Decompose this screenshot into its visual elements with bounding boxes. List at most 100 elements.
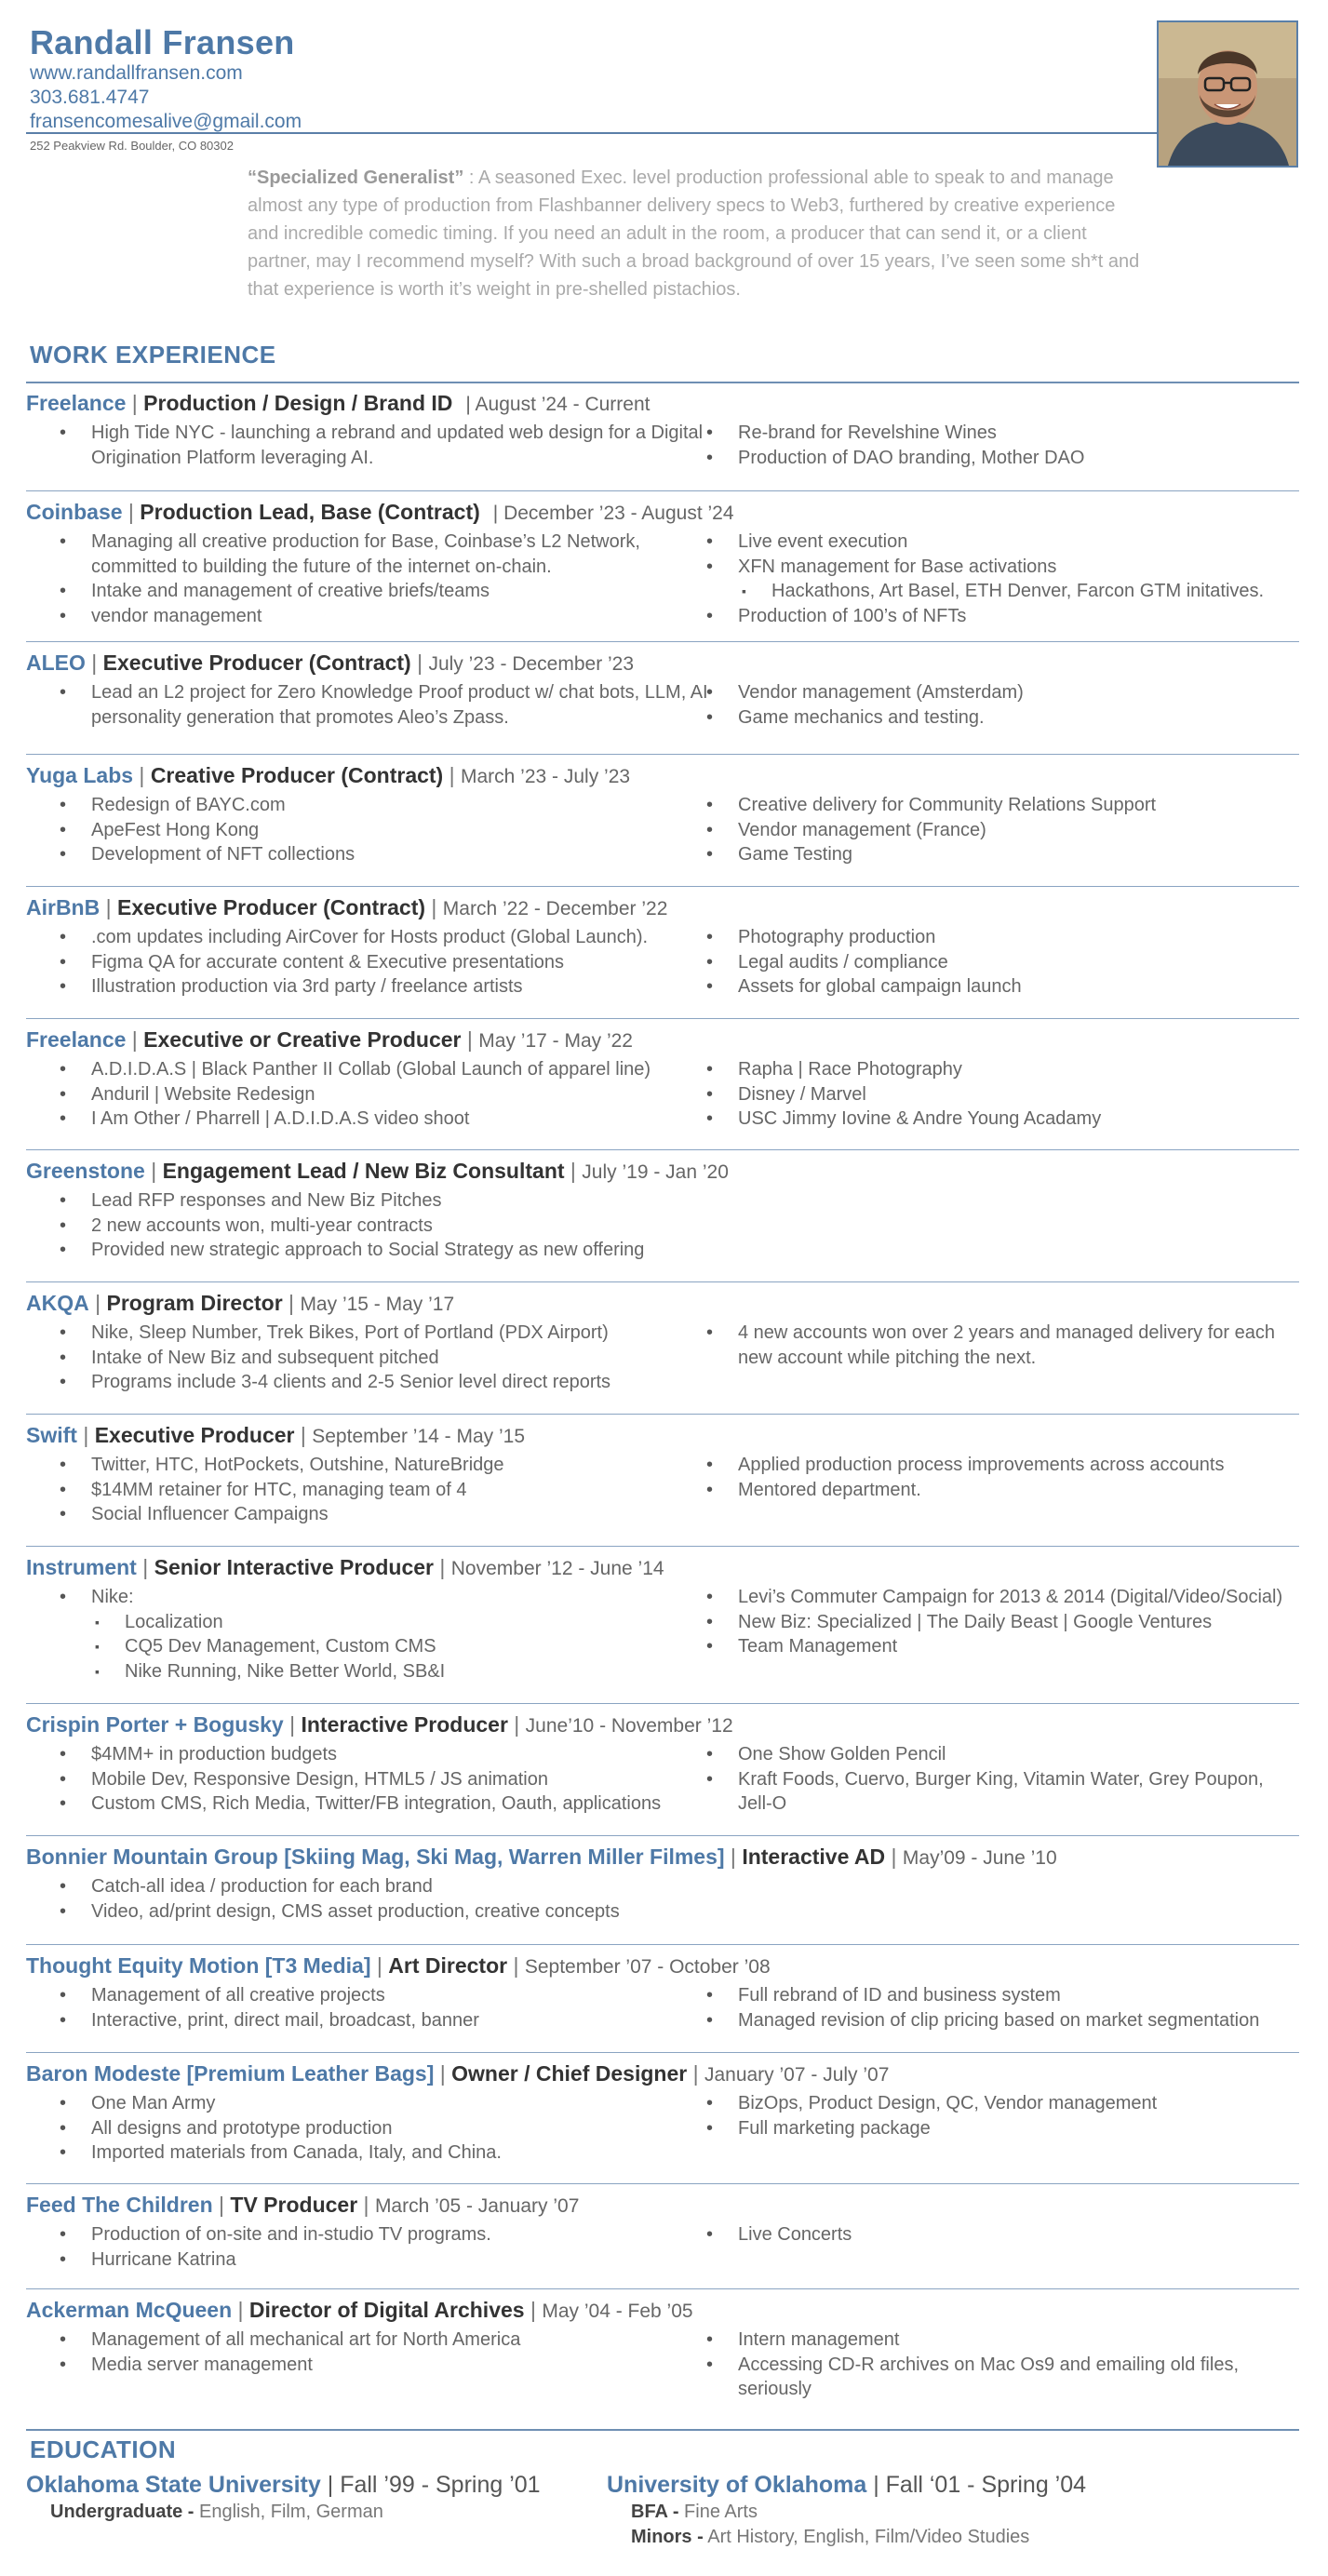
job-bullet: .com updates including AirCover for Host… bbox=[54, 925, 724, 950]
job-dates: June’10 - November ’12 bbox=[525, 1715, 733, 1737]
job-dates: July ’23 - December ’23 bbox=[428, 653, 635, 675]
job-bullet: Anduril | Website Redesign bbox=[54, 1082, 724, 1107]
job-bullets-left: $4MM+ in production budgetsMobile Dev, R… bbox=[54, 1742, 724, 1817]
job-heading: Feed The Children | TV Producer | March … bbox=[26, 2191, 579, 2220]
job-sub-bullet: Nike Running, Nike Better World, SB&I bbox=[54, 1659, 724, 1684]
education-divider bbox=[26, 2429, 1299, 2431]
job-bullet: Rapha | Race Photography bbox=[701, 1057, 1296, 1082]
phone-number[interactable]: 303.681.4747 bbox=[30, 87, 150, 108]
job-bullet: Intake and management of creative briefs… bbox=[54, 579, 724, 604]
job-title: Executive Producer (Contract) bbox=[102, 651, 411, 675]
company-name: Instrument bbox=[26, 1555, 137, 1579]
job-bullets-right: One Show Golden PencilKraft Foods, Cuerv… bbox=[701, 1742, 1296, 1817]
heading-separator: | bbox=[136, 1555, 154, 1579]
degree-line: Undergraduate - English, Film, German bbox=[26, 2500, 541, 2525]
company-name: Coinbase bbox=[26, 500, 123, 524]
job-bullet: New Biz: Specialized | The Daily Beast |… bbox=[701, 1610, 1296, 1635]
job-bullets-left: High Tide NYC - launching a rebrand and … bbox=[54, 421, 724, 470]
degree-value: Fine Arts bbox=[678, 2502, 758, 2522]
job-bullet: Social Influencer Campaigns bbox=[54, 1502, 724, 1527]
job-sub-bullet: Hackathons, Art Basel, ETH Denver, Farco… bbox=[701, 579, 1296, 604]
job-divider bbox=[26, 1414, 1299, 1415]
job-dates: September ’14 - May ’15 bbox=[312, 1426, 526, 1447]
heading-separator: | bbox=[434, 1555, 451, 1579]
job-divider bbox=[26, 1944, 1299, 1945]
company-name: Yuga Labs bbox=[26, 763, 134, 787]
heading-separator: | bbox=[294, 1423, 313, 1447]
job-heading: Coinbase | Production Lead, Base (Contra… bbox=[26, 498, 734, 528]
job-bullet: Photography production bbox=[701, 925, 1296, 950]
heading-separator: | bbox=[507, 1712, 526, 1737]
job-title: Engagement Lead / New Biz Consultant bbox=[162, 1159, 565, 1183]
job-bullet: Intake of New Biz and subsequent pitched bbox=[54, 1346, 724, 1371]
heading-separator: | bbox=[100, 895, 117, 919]
job-bullet: Game mechanics and testing. bbox=[701, 705, 1296, 731]
job-bullet: Figma QA for accurate content & Executiv… bbox=[54, 950, 724, 975]
heading-separator: | bbox=[212, 2193, 231, 2217]
job-bullet: Managed revision of clip pricing based o… bbox=[701, 2008, 1296, 2033]
job-bullet: ApeFest Hong Kong bbox=[54, 818, 724, 843]
job-bullet: 2 new accounts won, multi-year contracts bbox=[54, 1214, 724, 1239]
job-bullet: Programs include 3-4 clients and 2-5 Sen… bbox=[54, 1370, 724, 1395]
job-bullet: A.D.I.D.A.S | Black Panther II Collab (G… bbox=[54, 1057, 724, 1082]
heading-separator: | bbox=[85, 651, 103, 675]
job-bullets-right: Intern managementAccessing CD-R archives… bbox=[701, 2328, 1296, 2402]
job-dates: May ’15 - May ’17 bbox=[300, 1294, 455, 1315]
job-heading: Baron Modeste [Premium Leather Bags] | O… bbox=[26, 2059, 889, 2089]
heading-separator: | bbox=[283, 1712, 302, 1737]
job-bullets-right: Levi’s Commuter Campaign for 2013 & 2014… bbox=[701, 1585, 1296, 1659]
education-entry: Oklahoma State University | Fall ’99 - S… bbox=[26, 2470, 541, 2525]
job-divider bbox=[26, 1835, 1299, 1836]
job-title: Director of Digital Archives bbox=[248, 2298, 525, 2322]
company-name: Greenstone bbox=[26, 1159, 145, 1183]
job-bullet: Legal audits / compliance bbox=[701, 950, 1296, 975]
heading-separator: | bbox=[564, 1159, 583, 1183]
work-experience-divider bbox=[26, 382, 1299, 383]
resume-header: Randall Fransen www.randallfransen.com 3… bbox=[30, 24, 1147, 134]
job-bullets-left: Nike:LocalizationCQ5 Dev Management, Cus… bbox=[54, 1585, 724, 1684]
degree-label: BFA - bbox=[631, 2502, 679, 2522]
job-bullets-right: Live event executionXFN management for B… bbox=[701, 530, 1296, 628]
heading-separator: | bbox=[443, 763, 461, 787]
website-link[interactable]: www.randallfransen.com bbox=[30, 62, 243, 84]
professional-summary: “Specialized Generalist” : A seasoned Ex… bbox=[248, 164, 1150, 303]
job-bullets-right: Full rebrand of ID and business systemMa… bbox=[701, 1983, 1296, 2033]
job-bullets-left: .com updates including AirCover for Host… bbox=[54, 925, 724, 1000]
job-bullet: Production of 100’s of NFTs bbox=[701, 604, 1296, 629]
job-bullets-right: Rapha | Race PhotographyDisney / MarvelU… bbox=[701, 1057, 1296, 1132]
job-bullet: One Show Golden Pencil bbox=[701, 1742, 1296, 1767]
job-bullet: BizOps, Product Design, QC, Vendor manag… bbox=[701, 2091, 1296, 2116]
job-bullet: Accessing CD-R archives on Mac Os9 and e… bbox=[701, 2353, 1296, 2402]
job-title: Executive Producer bbox=[94, 1423, 295, 1447]
job-bullet: Levi’s Commuter Campaign for 2013 & 2014… bbox=[701, 1585, 1296, 1610]
heading-separator: | bbox=[370, 1953, 389, 1978]
job-bullet: Media server management bbox=[54, 2353, 724, 2378]
email-link[interactable]: fransencomesalive@gmail.com bbox=[30, 111, 302, 132]
job-divider bbox=[26, 1149, 1299, 1150]
job-divider bbox=[26, 754, 1299, 755]
heading-separator: | bbox=[724, 1845, 743, 1869]
job-bullet: Illustration production via 3rd party / … bbox=[54, 974, 724, 1000]
job-dates: May ’17 - May ’22 bbox=[478, 1030, 633, 1052]
summary-text: : A seasoned Exec. level production prof… bbox=[248, 168, 1140, 300]
company-name: ALEO bbox=[26, 651, 86, 675]
job-bullets-left: Management of all creative projectsInter… bbox=[54, 1983, 724, 2033]
job-bullet: Kraft Foods, Cuervo, Burger King, Vitami… bbox=[701, 1767, 1296, 1817]
job-bullets-left: Nike, Sleep Number, Trek Bikes, Port of … bbox=[54, 1321, 724, 1395]
job-bullet: Applied production process improvements … bbox=[701, 1453, 1296, 1478]
job-bullets-left: Redesign of BAYC.comApeFest Hong KongDev… bbox=[54, 793, 724, 867]
job-bullet: Imported materials from Canada, Italy, a… bbox=[54, 2140, 724, 2166]
job-bullet: Redesign of BAYC.com bbox=[54, 793, 724, 818]
job-heading: Crispin Porter + Bogusky | Interactive P… bbox=[26, 1711, 733, 1740]
job-dates: September ’07 - October ’08 bbox=[524, 1956, 771, 1978]
job-divider bbox=[26, 886, 1299, 887]
job-bullet: High Tide NYC - launching a rebrand and … bbox=[54, 421, 724, 470]
job-bullet: Disney / Marvel bbox=[701, 1082, 1296, 1107]
job-heading: Swift | Executive Producer | September ’… bbox=[26, 1421, 525, 1451]
job-divider bbox=[26, 1546, 1299, 1547]
degree-line: Minors - Art History, English, Film/Vide… bbox=[607, 2525, 1086, 2550]
heading-separator: | bbox=[885, 1845, 903, 1869]
job-bullet: Live Concerts bbox=[701, 2222, 1296, 2247]
company-name: AirBnB bbox=[26, 895, 101, 919]
